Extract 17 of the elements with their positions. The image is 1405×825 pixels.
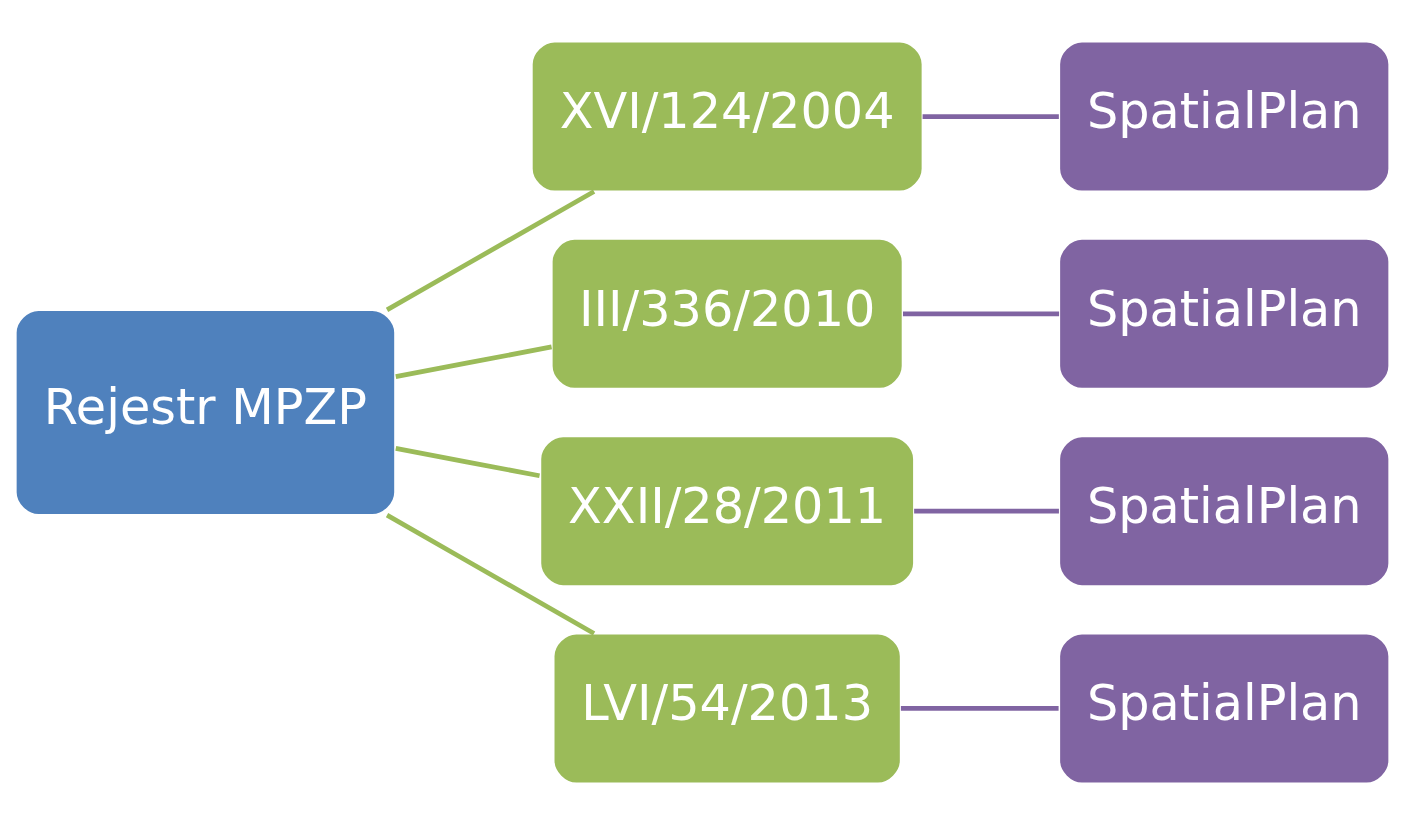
- node-box: XVI/124/2004: [530, 40, 924, 193]
- connector: [900, 706, 1059, 711]
- connector: [914, 508, 1059, 514]
- connector: [385, 189, 596, 312]
- node-box: LVI/54/2013: [552, 632, 902, 785]
- node-box: SpatialPlan: [1058, 435, 1391, 588]
- node-box: SpatialPlan: [1058, 40, 1391, 193]
- connector: [922, 114, 1059, 119]
- node-box: XXII/28/2011: [539, 435, 915, 588]
- connector: [395, 446, 540, 479]
- node-box: III/336/2010: [550, 237, 904, 390]
- node-box: SpatialPlan: [1058, 632, 1391, 785]
- connector: [903, 311, 1060, 317]
- connector: [385, 513, 596, 636]
- connector: [395, 344, 552, 379]
- node-box: Rejestr MPZP: [14, 309, 397, 516]
- node-box: SpatialPlan: [1058, 237, 1391, 390]
